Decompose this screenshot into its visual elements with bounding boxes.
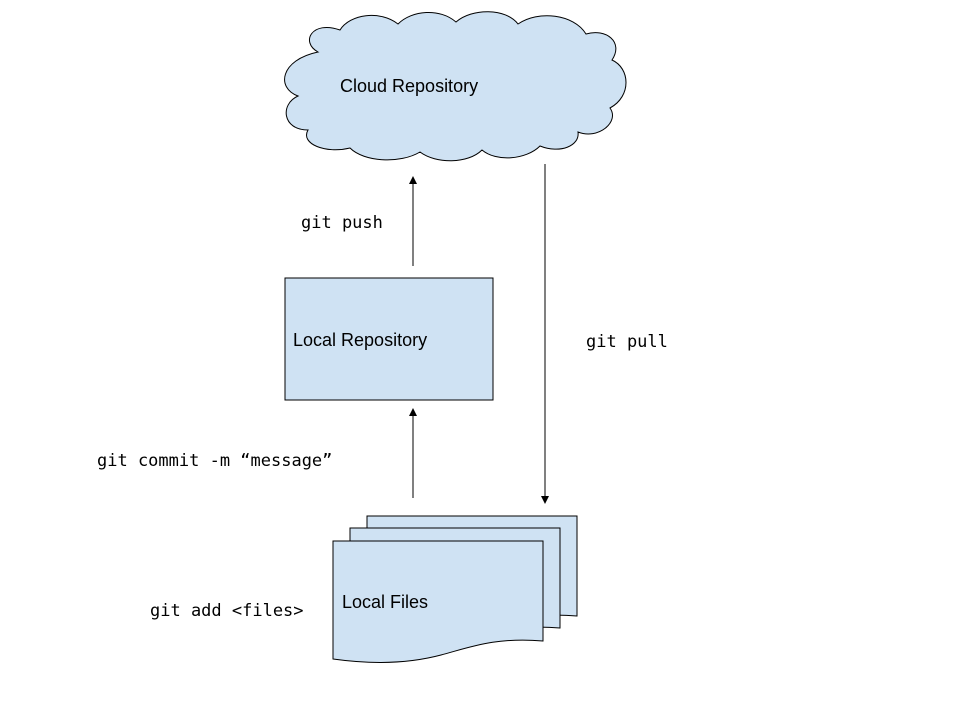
local-files-label: Local Files [342,592,428,612]
local-files-node: Local Files [332,515,578,663]
git-pull-label: git pull [586,332,668,352]
cloud-shape [284,11,627,162]
cloud-repository-label: Cloud Repository [340,76,478,96]
git-push-label: git push [301,213,383,233]
local-repository-box [284,277,494,401]
document-front [332,540,544,663]
local-repository-node: Local Repository [284,277,494,401]
local-repository-label: Local Repository [293,330,427,350]
git-commit-label: git commit -m “message” [97,451,332,471]
git-add-label: git add <files> [150,601,304,621]
cloud-repository-node: Cloud Repository [284,11,627,162]
